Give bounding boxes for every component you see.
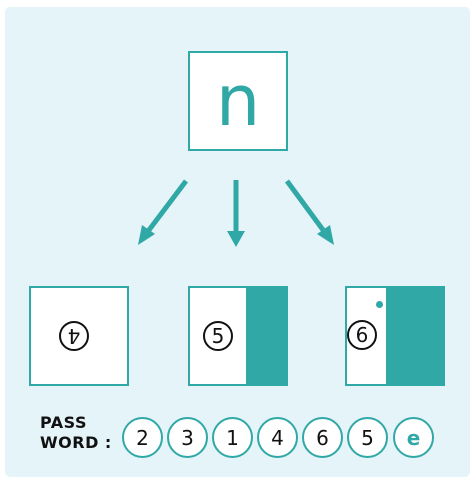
- arrow-right-head: [317, 225, 334, 245]
- result-box-left: 4: [29, 286, 129, 386]
- password-label-line1: PASS: [40, 413, 87, 432]
- arrow-left: [144, 179, 188, 236]
- digit-circle-left: 4: [59, 321, 89, 351]
- result-box-middle: 5: [188, 286, 288, 386]
- password-label-line2: WORD :: [40, 433, 112, 452]
- password-digit: 1: [212, 417, 253, 458]
- password-label: PASS WORD :: [40, 413, 112, 453]
- filled-region-middle: [246, 288, 286, 384]
- password-digit: 3: [167, 417, 208, 458]
- arrow-middle-head: [227, 231, 245, 247]
- password-digit: 2: [122, 417, 163, 458]
- result-box-right: 6: [345, 286, 445, 386]
- filled-region-right: [386, 288, 443, 384]
- source-letter: n: [215, 60, 261, 142]
- password-digit: 4: [257, 417, 298, 458]
- dot-marker: [376, 301, 383, 308]
- arrow-left-head: [138, 225, 155, 245]
- digit-circle-middle: 5: [203, 321, 233, 351]
- password-digit: 6: [302, 417, 343, 458]
- password-answer: e: [393, 417, 434, 458]
- password-digit: 5: [347, 417, 388, 458]
- arrow-right: [284, 179, 329, 236]
- source-letter-box: n: [188, 51, 288, 151]
- digit-circle-right: 6: [347, 320, 377, 350]
